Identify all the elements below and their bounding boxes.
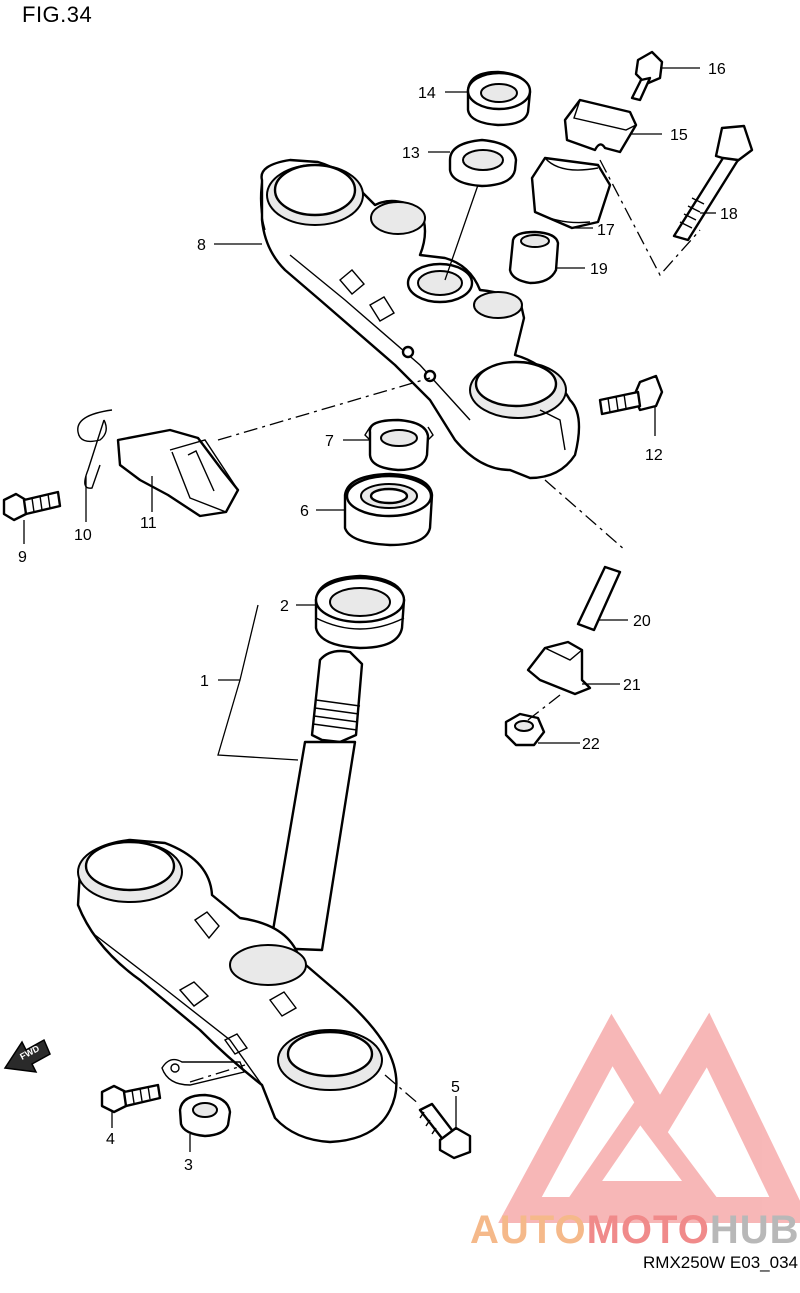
part-21-cushion xyxy=(526,640,592,696)
watermark-logo-icon xyxy=(498,1012,800,1223)
callout-14: 14 xyxy=(418,85,436,102)
callout-11: 11 xyxy=(140,515,157,532)
upper-bracket xyxy=(259,158,581,480)
callout-22: 22 xyxy=(582,736,600,753)
callout-labels: 14 13 16 15 18 17 19 8 12 7 6 11 10 9 2 … xyxy=(18,61,738,1174)
fwd-arrow-icon: FWD xyxy=(3,1038,51,1073)
part-11-clamp xyxy=(116,428,240,518)
figure-title: FIG.34 xyxy=(22,2,93,27)
lower-bracket xyxy=(76,838,398,1144)
watermark-text: AUTOMOTOHUB xyxy=(470,1208,800,1253)
callout-13: 13 xyxy=(402,145,420,162)
callout-2: 2 xyxy=(280,598,289,615)
part-22-nut xyxy=(504,712,546,747)
part-14-nut xyxy=(466,70,532,127)
part-2-bearing xyxy=(314,574,406,650)
callout-16: 16 xyxy=(708,61,726,78)
part-18-bolt xyxy=(672,124,754,242)
leader-lines xyxy=(23,67,716,1152)
part-7-nut xyxy=(364,418,434,472)
callout-15: 15 xyxy=(670,127,688,144)
watermark-text-part2: MOTO xyxy=(586,1208,710,1252)
part-19-collar xyxy=(508,230,560,285)
part-17-cushion xyxy=(530,156,612,230)
callout-17: 17 xyxy=(597,222,615,239)
part-6-bearing xyxy=(343,472,434,547)
part-4-bolt xyxy=(100,1083,162,1114)
callout-6: 6 xyxy=(300,503,309,520)
callout-7: 7 xyxy=(325,433,334,450)
part-9-bolt xyxy=(2,490,62,522)
figure-code: RMX250W E03_034 xyxy=(643,1253,798,1272)
callout-5: 5 xyxy=(451,1079,460,1096)
part-15-holder-cap xyxy=(563,98,638,154)
part-10-clip xyxy=(77,409,113,489)
steering-stem xyxy=(268,649,364,952)
part-12-bolt xyxy=(598,374,664,416)
callout-9: 9 xyxy=(18,549,27,566)
callout-10: 10 xyxy=(74,527,92,544)
callout-8: 8 xyxy=(197,237,206,254)
part-3-grommet xyxy=(161,1058,245,1138)
part-13-washer xyxy=(448,138,518,188)
callout-3: 3 xyxy=(184,1157,193,1174)
part-5-bolt xyxy=(418,1102,472,1160)
callout-18: 18 xyxy=(720,206,738,223)
callout-21: 21 xyxy=(623,677,641,694)
watermark-text-part3: HUB xyxy=(709,1208,800,1252)
callout-19: 19 xyxy=(590,261,608,278)
assembly-lines xyxy=(189,159,701,1106)
callout-4: 4 xyxy=(106,1131,115,1148)
part-16-bolt xyxy=(630,50,664,102)
watermark-text-part1: AUTO xyxy=(470,1208,587,1252)
callout-20: 20 xyxy=(633,613,651,630)
callout-12: 12 xyxy=(645,447,663,464)
part-20-pin xyxy=(576,565,622,632)
callout-1: 1 xyxy=(200,673,209,690)
